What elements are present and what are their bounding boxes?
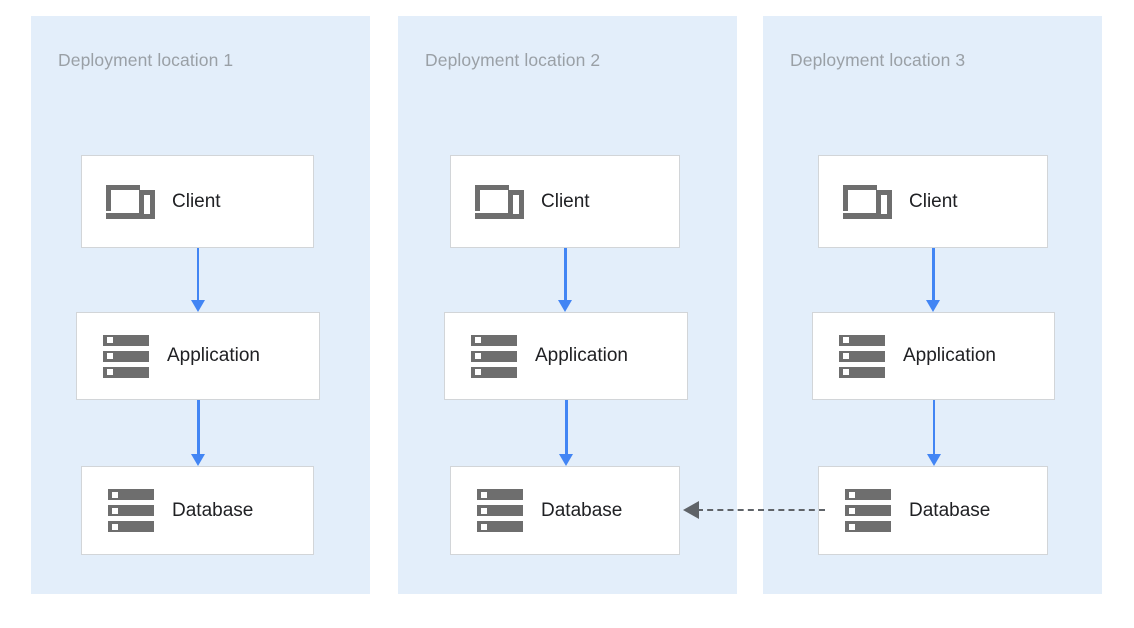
server-icon — [839, 489, 897, 532]
node-application[interactable]: Application — [812, 312, 1055, 400]
node-database[interactable]: Database — [818, 466, 1048, 555]
server-icon — [833, 334, 891, 378]
node-label: Client — [172, 190, 221, 212]
arrow-client-to-application — [556, 248, 574, 312]
panel-title: Deployment location 1 — [58, 50, 234, 70]
server-icon — [97, 334, 155, 378]
devices-icon — [839, 182, 897, 222]
node-label: Database — [172, 499, 254, 521]
devices-icon — [471, 182, 529, 222]
arrow-application-to-database — [557, 400, 575, 466]
panel-title: Deployment location 2 — [425, 50, 601, 70]
deployment-location-3-panel: Deployment location 3 Client Application… — [763, 16, 1102, 594]
node-application[interactable]: Application — [76, 312, 320, 400]
server-icon — [471, 489, 529, 532]
panel-title: Deployment location 3 — [790, 50, 966, 70]
node-database[interactable]: Database — [81, 466, 314, 555]
node-label: Client — [909, 190, 958, 212]
server-icon — [102, 489, 160, 532]
node-client[interactable]: Client — [450, 155, 680, 248]
node-label: Client — [541, 190, 590, 212]
node-label: Application — [535, 345, 628, 366]
deployment-location-1-panel: Deployment location 1 Client Application — [31, 16, 370, 594]
node-application[interactable]: Application — [444, 312, 688, 400]
devices-icon — [102, 182, 160, 222]
node-label: Application — [903, 345, 996, 366]
node-client[interactable]: Client — [818, 155, 1048, 248]
arrow-application-to-database — [189, 400, 207, 466]
arrow-client-to-application — [924, 248, 942, 312]
node-label: Database — [541, 499, 623, 521]
arrow-application-to-database — [925, 400, 943, 466]
arrow-database-replication — [683, 501, 828, 519]
node-label: Application — [167, 345, 260, 366]
arrow-client-to-application — [189, 248, 207, 312]
server-icon — [465, 334, 523, 378]
deployment-location-2-panel: Deployment location 2 Client Application… — [398, 16, 737, 594]
node-label: Database — [909, 499, 991, 521]
node-database[interactable]: Database — [450, 466, 680, 555]
node-client[interactable]: Client — [81, 155, 314, 248]
